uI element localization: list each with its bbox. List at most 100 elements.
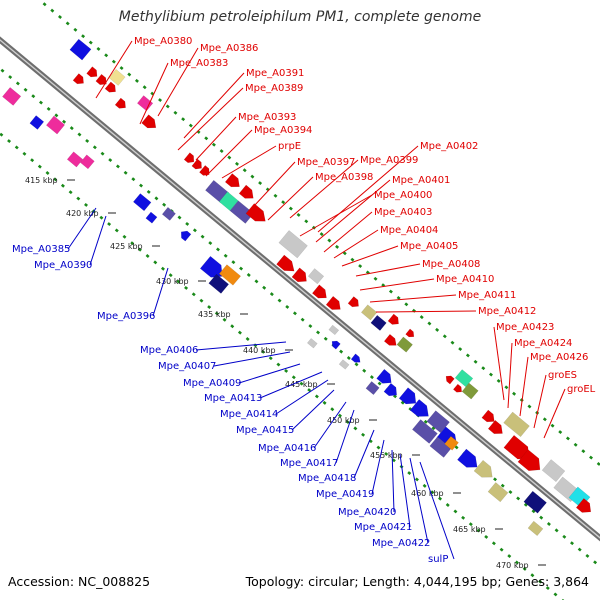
- gene-feature-10: [2, 87, 22, 106]
- leader-top-7: [205, 129, 253, 177]
- leader-top-8: [221, 145, 277, 179]
- gene-feature-32: [311, 284, 327, 299]
- leader-top-3: [139, 62, 169, 125]
- leader-bottom-11: [335, 409, 355, 464]
- gene-label-top-2: Mpe_A0386: [200, 43, 258, 54]
- backbone-highlight: [0, 39, 600, 539]
- leader-bottom-8: [275, 379, 329, 415]
- gene-label-bottom-15: Mpe_A0421: [354, 522, 412, 533]
- leader-bottom-1: [67, 207, 97, 250]
- gene-feature-16: [183, 152, 195, 163]
- tick-label-9: 455 kbp: [370, 451, 403, 460]
- genome-backbone: [0, 36, 600, 542]
- gene-feature-69: [487, 419, 503, 434]
- gene-feature-30: [291, 267, 307, 283]
- gene-feature-22: [224, 173, 240, 188]
- label-leader-lines: [67, 40, 566, 560]
- gene-label-bottom-13: Mpe_A0419: [316, 489, 374, 500]
- leader-bottom-7: [259, 371, 323, 399]
- gene-label-bottom-8: Mpe_A0414: [220, 409, 278, 420]
- gene-feature-50: [383, 382, 397, 397]
- genome-summary-text: Topology: circular; Length: 4,044,195 bp…: [245, 574, 589, 589]
- gene-feature-62: [523, 490, 547, 514]
- gene-label-top-21: Mpe_A0412: [478, 306, 536, 317]
- leader-bottom-4: [195, 341, 287, 351]
- leader-top-12: [267, 176, 314, 221]
- gene-feature-60: [473, 459, 493, 478]
- gene-label-top-19: Mpe_A0410: [436, 274, 494, 285]
- gene-label-top-25: groES: [548, 370, 577, 381]
- accession-text: Accession: NC_008825: [8, 574, 151, 589]
- leader-top-9: [317, 145, 419, 233]
- gene-feature-15: [132, 193, 152, 212]
- gene-feature-53: [426, 410, 450, 434]
- leader-bottom-10: [313, 401, 347, 449]
- gene-feature-29: [276, 254, 295, 272]
- gene-feature-51: [398, 387, 417, 405]
- gene-label-bottom-1: Mpe_A0385: [12, 244, 70, 255]
- gene-feature-39: [396, 336, 413, 353]
- gene-feature-14: [66, 151, 84, 168]
- gene-feature-35: [360, 304, 378, 321]
- gene-label-bottom-2: Mpe_A0390: [34, 260, 92, 271]
- leader-bottom-17: [419, 461, 455, 560]
- leader-top-25: [533, 374, 547, 429]
- leader-top-4: [183, 72, 245, 139]
- gene-feature-18: [199, 165, 210, 176]
- leader-top-18: [355, 263, 421, 277]
- gene-label-bottom-9: Mpe_A0415: [236, 425, 294, 436]
- tick-label-11: 465 kbp: [453, 525, 486, 534]
- gene-label-top-3: Mpe_A0383: [170, 58, 228, 69]
- gene-label-top-23: Mpe_A0424: [514, 338, 572, 349]
- gene-feature-67: [452, 383, 462, 393]
- gene-feature-41: [199, 255, 223, 278]
- gene-feature-26: [145, 211, 158, 224]
- gene-label-top-1: Mpe_A0380: [134, 36, 192, 47]
- gene-feature-46: [328, 324, 340, 336]
- gene-labels: Mpe_A0380Mpe_A0386Mpe_A0383Mpe_A0391Mpe_…: [12, 36, 596, 565]
- gene-label-top-5: Mpe_A0389: [245, 83, 303, 94]
- leader-bottom-15: [399, 453, 411, 528]
- gene-feature-4: [69, 38, 92, 61]
- gene-feature-5: [72, 73, 84, 85]
- gene-feature-2: [95, 73, 107, 85]
- tick-label-2: 420 kbp: [66, 209, 99, 218]
- leader-bottom-13: [371, 439, 385, 495]
- gene-feature-23: [238, 184, 254, 199]
- gene-feature-43: [208, 273, 230, 294]
- leader-top-15: [323, 211, 373, 253]
- leader-top-5: [177, 87, 244, 151]
- gene-feature-25: [161, 206, 176, 221]
- leader-bottom-3: [152, 267, 169, 317]
- gene-label-top-26: groEL: [567, 384, 596, 395]
- leader-top-2: [157, 47, 199, 117]
- leader-top-17: [341, 245, 399, 267]
- gene-feature-68: [481, 409, 495, 423]
- gene-feature-31: [307, 268, 325, 285]
- gene-label-bottom-3: Mpe_A0396: [97, 311, 155, 322]
- gene-feature-59: [457, 448, 478, 468]
- gene-feature-1: [86, 66, 98, 78]
- tick-label-7: 445 kbp: [285, 380, 318, 389]
- tick-label-1: 415 kbp: [25, 176, 58, 185]
- gene-feature-45: [331, 340, 341, 350]
- gene-feature-3: [104, 81, 116, 93]
- leader-top-24: [519, 356, 529, 417]
- gene-feature-9: [141, 114, 157, 129]
- gene-label-top-13: Mpe_A0401: [392, 175, 450, 186]
- gene-feature-12: [29, 115, 45, 130]
- gene-label-bottom-10: Mpe_A0416: [258, 443, 316, 454]
- gene-feature-28: [278, 230, 308, 259]
- leader-top-11: [289, 159, 359, 219]
- gene-feature-55: [365, 381, 380, 396]
- gene-feature-27: [180, 230, 192, 242]
- gene-feature-72: [517, 449, 541, 472]
- gene-label-top-17: Mpe_A0405: [400, 241, 458, 252]
- gene-label-bottom-11: Mpe_A0417: [280, 458, 338, 469]
- gene-label-top-22: Mpe_A0423: [496, 322, 554, 333]
- tick-label-4: 430 kbp: [156, 277, 189, 286]
- gene-feature-37: [387, 313, 399, 325]
- gene-label-top-10: Mpe_A0397: [297, 157, 355, 168]
- leader-top-6: [195, 116, 237, 161]
